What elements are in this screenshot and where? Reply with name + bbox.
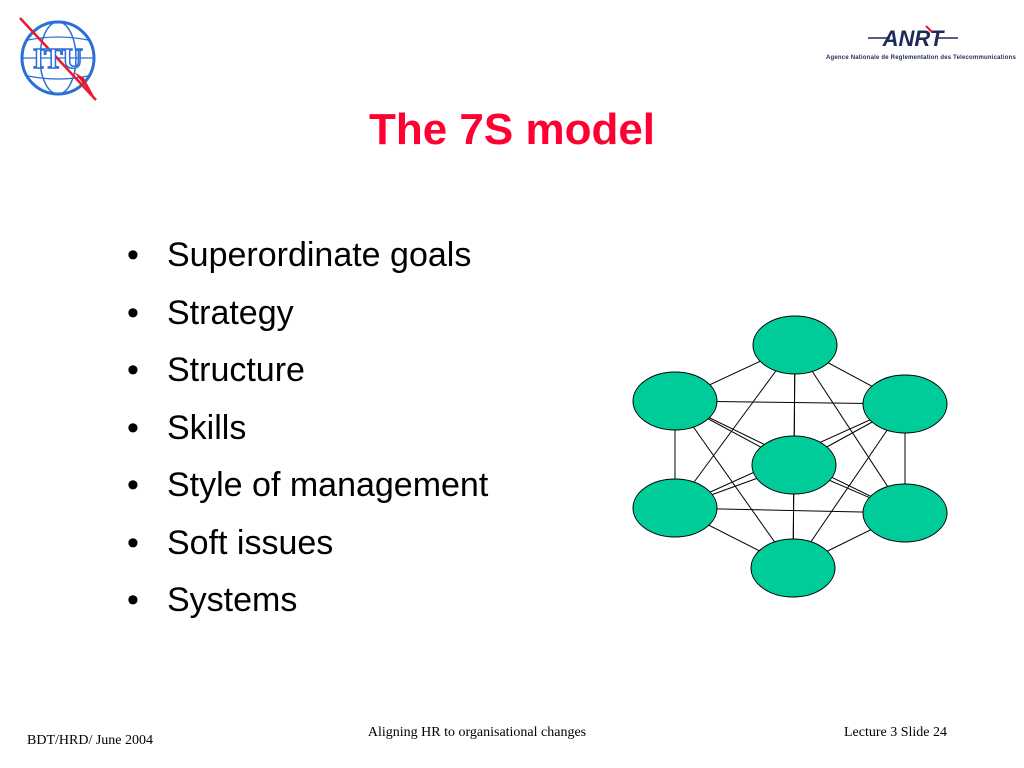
diagram-node xyxy=(751,435,837,495)
list-item: • Skills xyxy=(127,402,488,460)
anrt-logo-mark: ANRT xyxy=(868,25,958,51)
list-item: • Soft issues xyxy=(127,517,488,575)
diagram-edge xyxy=(674,344,796,509)
footer-date: BDT/HRD/ June 2004 xyxy=(27,733,153,748)
bullet-text: Structure xyxy=(167,351,305,389)
list-item: • Strategy xyxy=(127,287,488,345)
bullet-text: Skills xyxy=(167,408,247,447)
itu-logo-text: ITU xyxy=(33,44,83,75)
itu-logo: ITU xyxy=(19,17,97,101)
diagram-edge xyxy=(674,400,794,569)
diagram-node xyxy=(632,371,718,431)
diagram-edge xyxy=(792,403,906,569)
bullet-icon: • xyxy=(127,466,139,504)
diagram-node xyxy=(862,374,948,434)
bullet-text: Soft issues xyxy=(167,523,334,562)
bullet-text: Superordinate goals xyxy=(167,236,472,274)
bullet-icon: • xyxy=(127,351,139,389)
diagram-node xyxy=(632,478,718,538)
bullet-text: Strategy xyxy=(167,293,294,332)
bullet-text: Systems xyxy=(167,581,298,619)
diagram-node xyxy=(750,538,836,598)
bullet-icon: • xyxy=(127,523,139,562)
anrt-full-name: Agence Nationale de Reglementation des T… xyxy=(826,55,1016,61)
list-item: • Systems xyxy=(127,574,488,632)
bullet-list: • Superordinate goals • Strategy • Structur… xyxy=(127,229,488,632)
bullet-icon: • xyxy=(127,408,139,447)
seven-s-diagram xyxy=(632,315,948,598)
footer-title: Aligning HR to organisational changes xyxy=(367,725,587,740)
bullet-icon: • xyxy=(127,293,139,332)
slide-title: The 7S model xyxy=(368,105,656,154)
list-item: • Superordinate goals xyxy=(127,229,488,287)
footer-slide-number: Lecture 3 Slide 24 xyxy=(843,725,947,740)
bullet-icon: • xyxy=(127,581,139,619)
diagram-node xyxy=(752,315,838,375)
anrt-logo-text: ANRT xyxy=(882,26,945,51)
list-item: • Style of management xyxy=(127,459,488,517)
anrt-logo: ANRT Agence Nationale de Reglementation … xyxy=(810,24,1020,70)
diagram-nodes xyxy=(632,315,948,598)
diagram-node xyxy=(862,483,948,543)
bullet-icon: • xyxy=(127,236,139,274)
bullet-text: Style of management xyxy=(167,466,489,504)
list-item: • Structure xyxy=(127,344,488,402)
